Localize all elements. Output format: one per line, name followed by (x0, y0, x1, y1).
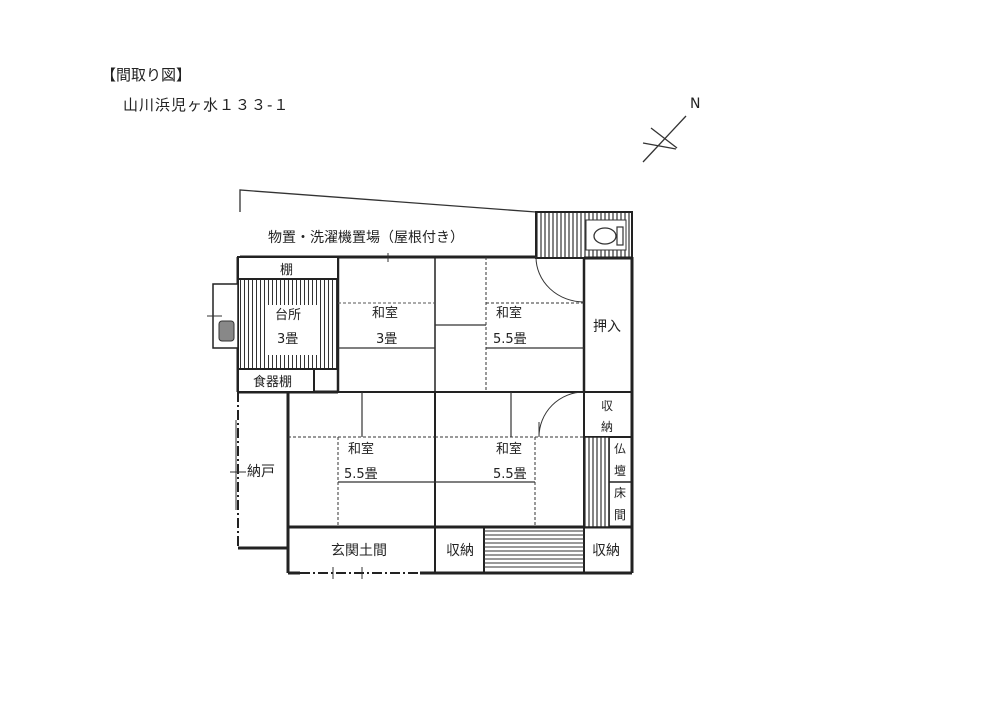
shuno-left-label: 収納 (446, 543, 474, 559)
kitchen-size: 3畳 (277, 332, 298, 347)
washitsu-55-sw-size: 5.5畳 (344, 467, 378, 482)
cupboard-label: 食器棚 (253, 374, 292, 390)
shuno-small-label-2: 納 (601, 420, 613, 434)
cupboard-area: 食器棚 (237, 368, 315, 393)
butsudan-label-1: 仏 (614, 442, 626, 456)
washitsu-55-ne-label: 和室 (496, 305, 522, 321)
washitsu-55-se-size: 5.5畳 (493, 467, 527, 482)
page-title: 【間取り図】 (101, 66, 192, 84)
sink-icon (218, 320, 235, 342)
tokonoma-label-1: 床 (614, 486, 626, 500)
washitsu-55-sw-room: 和室 5.5畳 (288, 392, 435, 527)
toilet-room (535, 211, 633, 259)
compass-north-label: N (690, 96, 700, 112)
washitsu-55-ne-size: 5.5畳 (493, 332, 527, 347)
butsudan-tokonoma: 仏 壇 床 間 (583, 436, 626, 528)
nando-room: 納戸 (230, 420, 275, 510)
storage-laundry-area: 物置・洗濯機置場（屋根付き） (239, 189, 537, 262)
kitchen-label: 台所 (275, 308, 301, 323)
oshiire-closet: 押入 (593, 319, 621, 335)
shuno-left-closet: 収納 (446, 543, 474, 559)
washitsu-3-room: 和室 3畳 (338, 302, 435, 349)
oshiire-label: 押入 (593, 319, 621, 335)
washitsu-55-se-label: 和室 (496, 441, 522, 457)
toilet-icon (593, 227, 617, 245)
shuno-right-closet: 収納 (592, 543, 620, 559)
property-address: 山川浜児ヶ水１３３-１ (123, 96, 290, 114)
nando-label: 納戸 (247, 464, 275, 480)
genkan-entry: 玄関土間 (300, 542, 420, 579)
shuno-small-label-1: 収 (601, 399, 613, 413)
shuno-small-closet: 収 納 (538, 391, 613, 438)
washitsu-3-label: 和室 (372, 305, 398, 321)
washitsu-3-size: 3畳 (376, 332, 397, 347)
tokonoma-label-2: 間 (614, 508, 626, 522)
shuno-right-label: 収納 (592, 543, 620, 559)
washitsu-55-se-room: 和室 5.5畳 (435, 392, 584, 527)
washitsu-55-ne-room: 和室 5.5畳 (435, 256, 585, 392)
storage-laundry-label: 物置・洗濯機置場（屋根付き） (268, 230, 464, 246)
butsudan-label-2: 壇 (614, 463, 626, 478)
genkan-label: 玄関土間 (331, 542, 387, 559)
shelf-area: 棚 (237, 256, 339, 280)
engawa-deck (483, 527, 585, 573)
north-compass: N (642, 96, 700, 163)
shelf-label: 棚 (280, 263, 293, 278)
washitsu-55-sw-label: 和室 (348, 441, 374, 457)
kitchen-room: 台所 3畳 (207, 278, 339, 370)
